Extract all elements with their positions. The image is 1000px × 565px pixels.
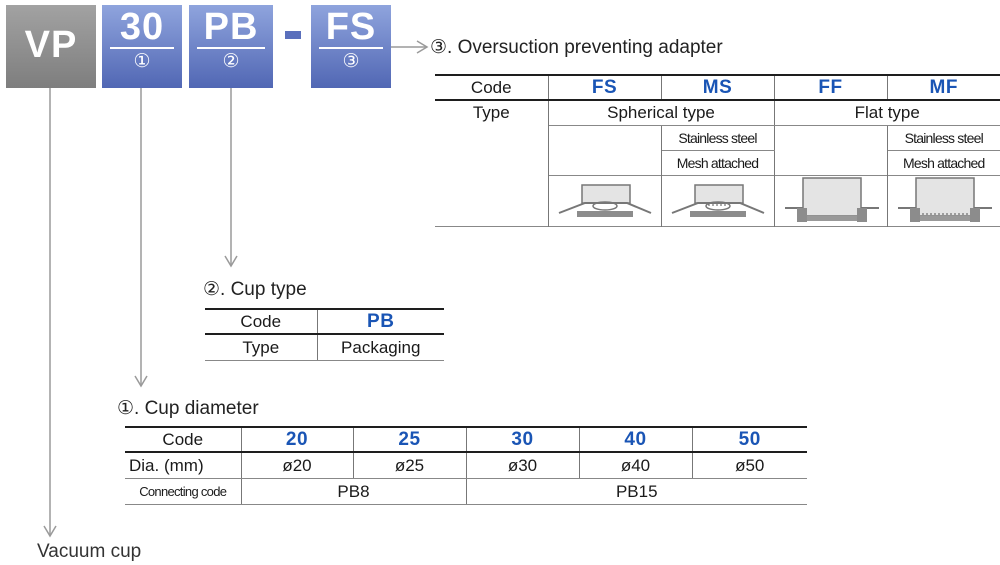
diameter-code-label: Code [125, 426, 242, 453]
mf-adapter-cell [887, 175, 1000, 227]
dia-20: ø20 [241, 452, 354, 479]
ff-adapter-cell [774, 175, 888, 227]
cup-type-marker: ② [222, 51, 240, 72]
empty-cell [435, 150, 549, 176]
dia-50: ø50 [692, 452, 807, 479]
vacuum-cup-label: Vacuum cup [37, 541, 142, 562]
diameter-marker: ① [133, 51, 151, 72]
adapter-material-row-2: Mesh attached Mesh attached [435, 150, 1000, 176]
code-fs: FS [548, 74, 662, 101]
ms-material-line-2: Mesh attached [661, 150, 775, 176]
prefix-box: VP [6, 5, 96, 88]
ms-material-line-1: Stainless steel [661, 125, 775, 151]
empty-cell [435, 175, 549, 227]
code-pb: PB [317, 308, 444, 335]
code-separator-dash [285, 31, 301, 39]
cup-type-code-underline [197, 47, 265, 49]
adapter-marker: ③ [342, 51, 360, 72]
spherical-mesh-adapter-icon [671, 184, 764, 217]
empty-cell [548, 150, 662, 176]
diameter-code-box: 30 ① [102, 5, 182, 88]
cup-type-code-label: Code [205, 308, 318, 335]
flat-mesh-adapter-icon [897, 177, 992, 222]
adapter-image-row [435, 175, 1000, 227]
diameter-section-title: ①. Cup diameter [117, 398, 259, 419]
diameter-code-underline [110, 47, 174, 49]
code-mf: MF [887, 74, 1000, 101]
adapter-code-underline [319, 47, 383, 49]
cup-type-row: Type Packaging [205, 334, 444, 361]
fs-adapter-cell [548, 175, 662, 227]
connecting-pb8: PB8 [241, 478, 467, 505]
code-50: 50 [692, 426, 807, 453]
spherical-type: Spherical type [548, 100, 775, 126]
code-40: 40 [579, 426, 693, 453]
vacuum-cup-arrowhead [43, 525, 57, 538]
cup-type-code-box: PB ② [189, 5, 273, 88]
connecting-row: Connecting code PB8 PB15 [125, 478, 807, 505]
empty-cell [774, 125, 888, 151]
mf-material-line-2: Mesh attached [903, 155, 985, 171]
code-20: 20 [241, 426, 354, 453]
cup-type-arrowhead [224, 255, 238, 268]
connecting-pb15: PB15 [466, 478, 807, 505]
empty-cell [435, 125, 549, 151]
adapter-section-title: ③. Oversuction preventing adapter [430, 37, 723, 58]
adapter-header-row: Code FS MS FF MF [435, 74, 1000, 101]
connecting-label: Connecting code [125, 478, 242, 505]
code-ff: FF [774, 74, 888, 101]
flat-type: Flat type [774, 100, 1000, 126]
ms-adapter-cell [661, 175, 775, 227]
adapter-code: FS [325, 6, 377, 48]
cup-type-label: Type [205, 334, 318, 361]
code-ms: MS [661, 74, 775, 101]
adapter-code-box: FS ③ [311, 5, 391, 88]
empty-cell [774, 150, 888, 176]
adapter-table: Code FS MS FF MF Type Spherical type Fla… [435, 74, 1000, 227]
cup-type-table: Code PB Type Packaging [205, 308, 444, 361]
adapter-type-label: Type [435, 100, 549, 126]
empty-cell [548, 125, 662, 151]
dia-25: ø25 [353, 452, 467, 479]
diameter-row: Dia. (mm) ø20 ø25 ø30 ø40 ø50 [125, 452, 807, 479]
adapter-arrowhead [416, 40, 429, 54]
cup-type-section-title: ②. Cup type [203, 279, 307, 300]
flat-adapter-icon [784, 177, 879, 222]
prefix-code: VP [24, 24, 78, 66]
adapter-type-row: Type Spherical type Flat type [435, 100, 1000, 126]
adapter-code-label: Code [435, 74, 549, 101]
spherical-adapter-icon [558, 184, 651, 217]
diameter-code: 30 [119, 6, 165, 48]
code-30: 30 [466, 426, 580, 453]
cup-type-header-row: Code PB [205, 308, 444, 335]
code-25: 25 [353, 426, 467, 453]
diameter-table: Code 20 25 30 40 50 Dia. (mm) ø20 ø25 ø3… [125, 426, 807, 505]
dia-40: ø40 [579, 452, 693, 479]
adapter-material-row-1: Stainless steel Stainless steel [435, 125, 1000, 151]
dia-30: ø30 [466, 452, 580, 479]
diameter-arrowhead [134, 375, 148, 388]
diameter-header-row: Code 20 25 30 40 50 [125, 426, 807, 453]
cup-type-value: Packaging [317, 334, 444, 361]
mf-material-line-1: Stainless steel [887, 125, 1000, 151]
diameter-label: Dia. (mm) [125, 452, 242, 479]
cup-type-code: PB [203, 6, 259, 48]
